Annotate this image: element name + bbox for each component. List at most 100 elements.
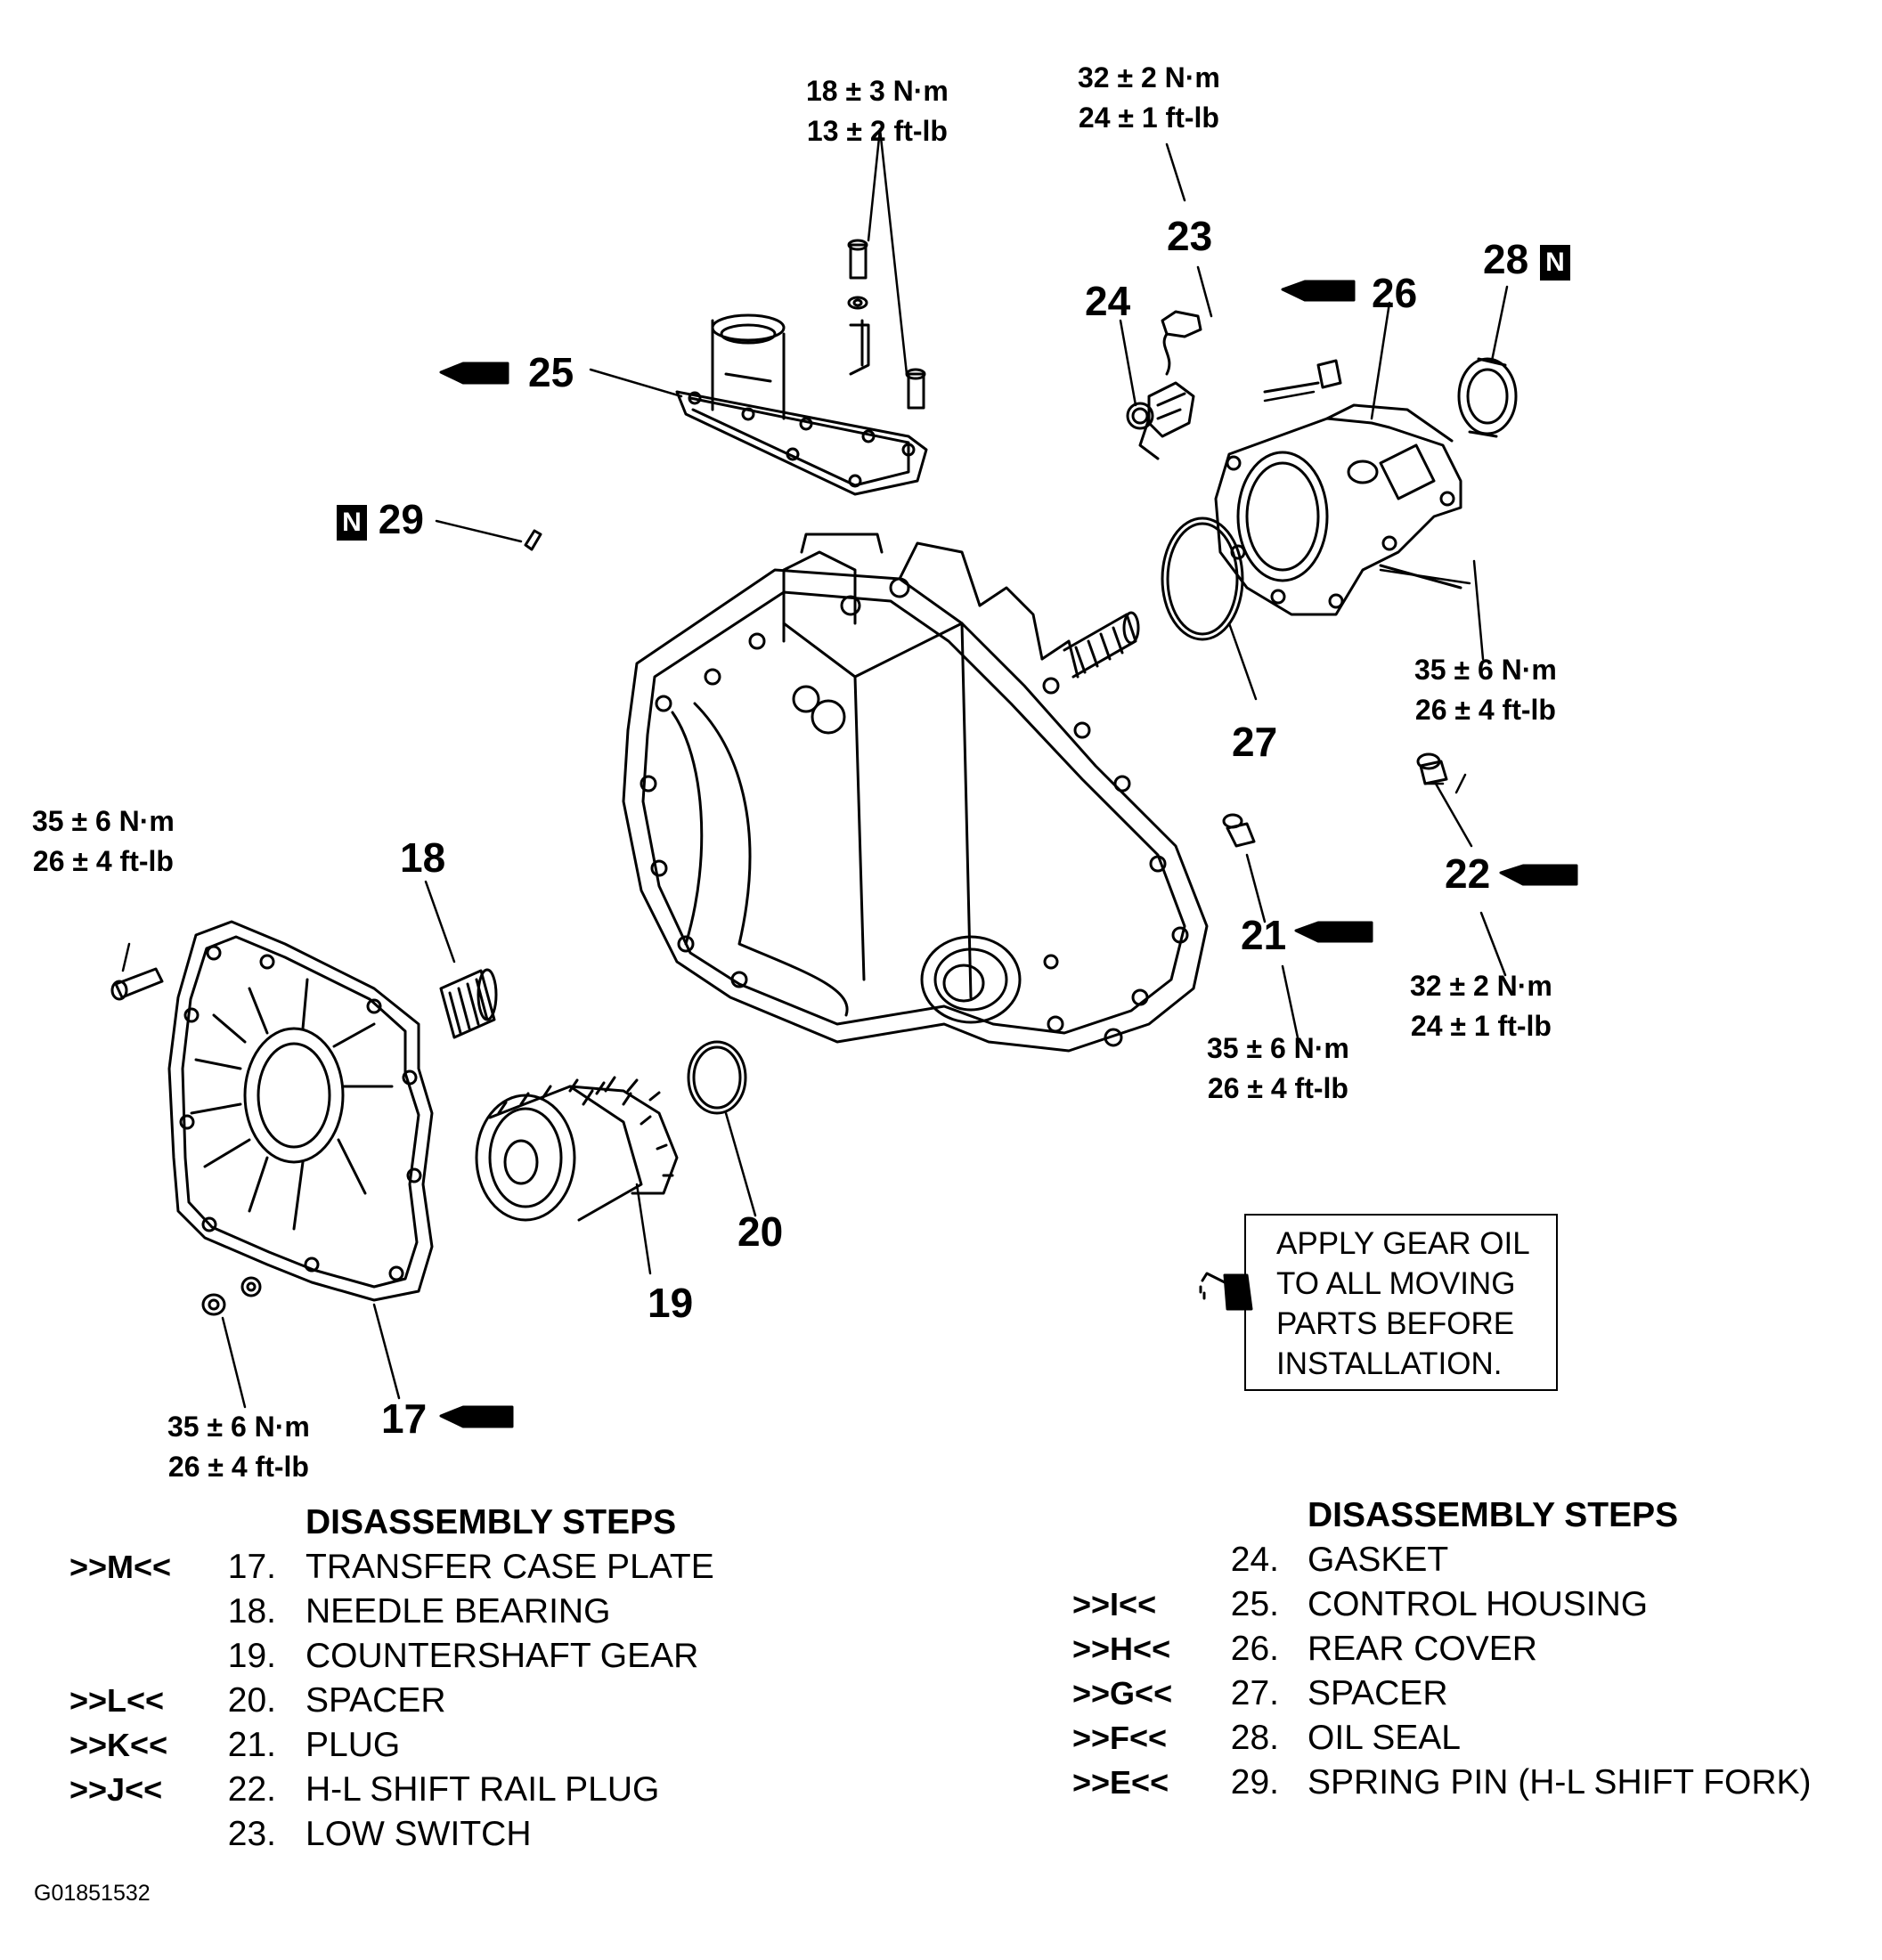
step-number: 23. [227,1815,276,1853]
step-number: 17. [227,1548,276,1586]
step-text: SPACER [1308,1674,1448,1712]
callout-28-number: 28 [1483,236,1529,282]
step-number: 22. [227,1770,276,1809]
step-text: COUNTERSHAFT GEAR [306,1637,699,1675]
torque-nm: 32 ± 2 N·m [1410,970,1552,1002]
low-switch-23 [1138,310,1202,460]
step-number: 24. [1230,1541,1279,1579]
torque-label-17-bolt: 35 ± 6 N·m 26 ± 4 ft-lb [32,801,175,882]
spacer-20 [687,1040,747,1115]
step-text: OIL SEAL [1308,1719,1461,1757]
step-number: 29. [1230,1763,1279,1801]
step-22: >>J<< 22. H-L SHIFT RAIL PLUG [0,1768,802,1812]
step-text: TRANSFER CASE PLATE [306,1548,714,1586]
step-26: >>H<< 26. REAR COVER [980,1627,1879,1671]
step-code: >>J<< [69,1771,163,1808]
step-27: >>G<< 27. SPACER [980,1671,1879,1716]
countershaft-gear-19 [475,1076,679,1222]
step-number: 18. [227,1592,276,1631]
step-code: >>I<< [1072,1586,1157,1622]
callout-23: 23 [1167,213,1213,259]
step-number: 28. [1230,1719,1279,1757]
step-19: 19. COUNTERSHAFT GEAR [0,1634,802,1679]
new-part-n-icon: N [337,504,367,541]
control-housing-25 [675,239,928,496]
steps-right-heading: DISASSEMBLY STEPS [1308,1496,1679,1534]
step-17: >>M<< 17. TRANSFER CASE PLATE [0,1545,802,1590]
torque-label-23: 32 ± 2 N·m 24 ± 1 ft-lb [1078,58,1220,138]
torque-label-21: 35 ± 6 N·m 26 ± 4 ft-lb [1207,1029,1349,1109]
note-line-2: TO ALL MOVING [1276,1266,1516,1301]
figure-code: G01851532 [34,1881,151,1906]
transfer-case-housing [622,533,1209,1053]
torque-label-25: 18 ± 3 N·m 13 ± 2 ft-lb [806,71,949,151]
callout-29: N 29 [337,499,424,541]
step-text: SPACER [306,1681,446,1720]
step-number: 26. [1230,1630,1279,1668]
torque-nm: 35 ± 6 N·m [1414,654,1557,686]
note-line-4: INSTALLATION. [1276,1346,1503,1381]
step-code: >>M<< [69,1549,172,1585]
torque-ftlb: 26 ± 4 ft-lb [1207,1072,1348,1104]
step-code: >>G<< [1072,1675,1173,1712]
step-number: 25. [1230,1585,1279,1623]
step-text: GASKET [1308,1541,1449,1579]
step-21: >>K<< 21. PLUG [0,1723,802,1768]
plug-21 [1222,813,1256,848]
gasket-24 [1126,402,1154,430]
callout-27: 27 [1232,719,1278,765]
step-20: >>L<< 20. SPACER [0,1679,802,1723]
callout-20: 20 [737,1208,784,1255]
callout-28: 28 N [1483,239,1570,281]
callout-24: 24 [1085,278,1131,324]
step-code: >>F<< [1072,1720,1168,1756]
step-code: >>L<< [69,1682,165,1719]
step-text: H-L SHIFT RAIL PLUG [306,1770,660,1809]
step-text: REAR COVER [1308,1630,1537,1668]
steps-left-heading: DISASSEMBLY STEPS [306,1503,677,1541]
torque-label-17-nut: 35 ± 6 N·m 26 ± 4 ft-lb [167,1407,310,1487]
torque-ftlb: 13 ± 2 ft-lb [806,115,948,147]
callout-25: 25 [528,349,574,395]
step-code: >>H<< [1072,1631,1171,1667]
needle-bearing-18 [439,968,498,1039]
step-number: 19. [227,1637,276,1675]
torque-ftlb: 26 ± 4 ft-lb [32,845,174,877]
step-18: 18. NEEDLE BEARING [0,1590,802,1634]
callout-22: 22 [1445,850,1491,897]
callout-21: 21 [1241,912,1287,958]
callout-26: 26 [1372,270,1418,316]
step-23: 23. LOW SWITCH [0,1812,802,1857]
note-line-3: PARTS BEFORE [1276,1306,1515,1341]
callout-18: 18 [400,834,446,881]
step-24: 24. GASKET [980,1538,1879,1582]
sealant-tube-icons [439,280,1578,1428]
torque-label-26: 35 ± 6 N·m 26 ± 4 ft-lb [1414,650,1557,730]
torque-ftlb: 24 ± 1 ft-lb [1078,102,1219,134]
torque-nm: 35 ± 6 N·m [167,1411,310,1443]
step-code: >>K<< [69,1727,168,1763]
leader-lines [121,127,1509,1409]
oil-seal-28 [1457,357,1518,438]
step-number: 21. [227,1726,276,1764]
torque-label-22: 32 ± 2 N·m 24 ± 1 ft-lb [1410,966,1552,1046]
torque-nm: 18 ± 3 N·m [806,75,949,107]
step-28: >>F<< 28. OIL SEAL [980,1716,1879,1761]
step-25: >>I<< 25. CONTROL HOUSING [980,1582,1879,1627]
step-number: 27. [1230,1674,1279,1712]
step-number: 20. [227,1681,276,1720]
step-29: >>E<< 29. SPRING PIN (H-L SHIFT FORK) [980,1761,1879,1805]
torque-ftlb: 24 ± 1 ft-lb [1410,1010,1552,1042]
step-text: SPRING PIN (H-L SHIFT FORK) [1308,1763,1812,1801]
torque-nm: 32 ± 2 N·m [1078,61,1220,94]
torque-nm: 35 ± 6 N·m [32,805,175,837]
spacer-27 [1161,516,1244,641]
step-text: PLUG [306,1726,401,1764]
step-code: >>E<< [1072,1764,1169,1801]
step-text: LOW SWITCH [306,1815,532,1853]
step-text: NEEDLE BEARING [306,1592,611,1631]
note-line-1: APPLY GEAR OIL [1276,1226,1530,1261]
gear-oil-note-box: APPLY GEAR OIL TO ALL MOVING PARTS BEFOR… [1244,1214,1558,1391]
torque-ftlb: 26 ± 4 ft-lb [1414,694,1556,726]
